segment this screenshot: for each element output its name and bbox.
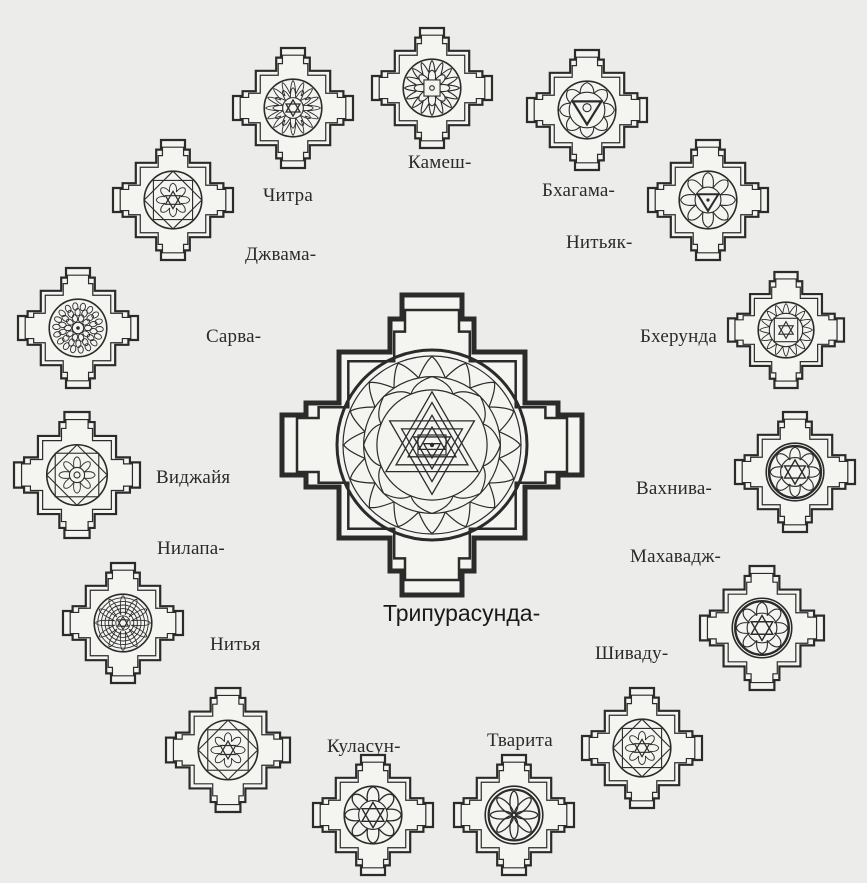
yantra-sarva bbox=[18, 268, 138, 388]
yantra-label-vahniva: Вахнива- bbox=[636, 478, 712, 500]
yantra-label-bherunda: Бхерунда bbox=[640, 326, 717, 348]
yantra-label-sarva: Сарва- bbox=[206, 326, 261, 348]
yantra-label-bhagama: Бхагама- bbox=[542, 180, 615, 202]
yantra-nityak bbox=[648, 140, 768, 260]
yantra-vahniva bbox=[735, 412, 855, 532]
yantra-label-tvarita: Тварита bbox=[487, 730, 553, 752]
yantra-label-shivadu: Шиваду- bbox=[595, 643, 668, 665]
yantra-label-chitra: Читра bbox=[263, 185, 313, 207]
yantra-bhagama bbox=[527, 50, 647, 170]
yantra-kulasun bbox=[313, 755, 433, 875]
yantra-mahavaj bbox=[700, 566, 824, 690]
yantra-tvarita bbox=[454, 755, 574, 875]
yantra-label-nitya: Нитья bbox=[210, 634, 261, 656]
yantra-kamesh bbox=[372, 28, 492, 148]
yantra-nitya bbox=[166, 688, 290, 812]
yantra-vijaya bbox=[14, 412, 140, 538]
yantra-label-kamesh: Камеш- bbox=[408, 152, 471, 174]
yantra-jvama bbox=[113, 140, 233, 260]
yantra-nilapa bbox=[63, 563, 183, 683]
yantra-label-nilapa: Нилапа- bbox=[157, 538, 225, 560]
yantra-bherunda bbox=[728, 272, 844, 388]
yantra-label-jvama: Джвама- bbox=[245, 244, 316, 266]
yantra-label-kulasun: Куласун- bbox=[327, 736, 401, 758]
yantra-label-nityak: Нитьяк- bbox=[566, 232, 633, 254]
yantra-label-mahavaj: Махавадж- bbox=[630, 546, 721, 568]
central-yantra bbox=[282, 295, 582, 595]
central-label: Трипурасунда- bbox=[383, 600, 540, 627]
yantra-label-vijaya: Виджайя bbox=[156, 467, 230, 489]
yantra-chitra bbox=[233, 48, 353, 168]
yantra-shivadu bbox=[582, 688, 702, 808]
